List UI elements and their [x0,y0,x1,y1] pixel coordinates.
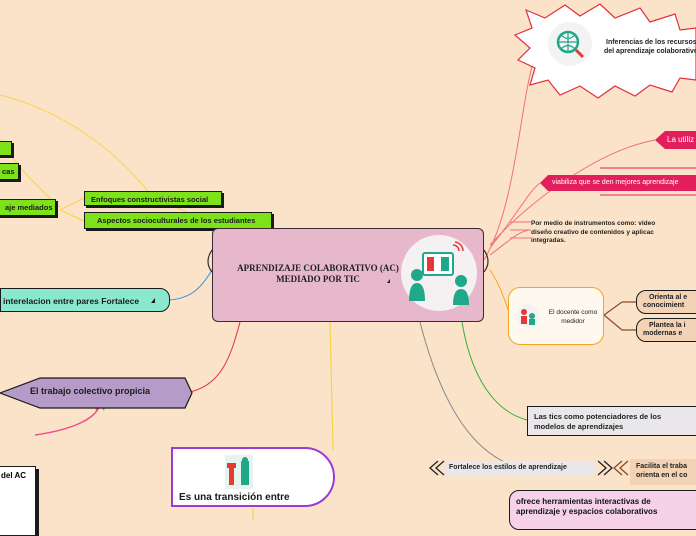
globe-search-icon [548,22,592,66]
ofrece-line2: aprendizaje y espacios colaborativos [516,507,658,516]
fortalece-estilos-node[interactable]: Fortalece los estilos de aprendizaje [449,464,567,471]
tics-line1: Las tics como potenciadores de los [534,412,662,421]
inferencias-line1: Inferencias de los recursos [606,39,696,46]
central-title-line1: APRENDIZAJE COLABORATIVO (AC) [237,263,399,273]
expand-caret-icon[interactable] [151,298,155,303]
plantea-node[interactable]: Plantea la i modernas e [636,318,696,342]
ofrece-node[interactable]: ofrece herramientas interactivas de apre… [509,490,696,530]
docente-line1: El docente como [548,309,598,316]
green-box-partial[interactable] [0,141,12,156]
medios-line2: diseño creativo de contenidos y aplicac [531,228,654,236]
transicion-label: Es una transición entre [179,492,290,503]
people-icon [225,455,253,489]
plantea-line1: Plantea la i [649,322,686,329]
interrelacion-label: interelacion entre pares Fortalece [3,296,140,306]
docente-line2: medidor [561,318,585,325]
docente-node[interactable]: El docente como medidor [508,287,604,345]
utiliza-label[interactable]: La utiliz [667,135,695,144]
orienta-line2: conocimient [643,302,685,309]
facilita-node[interactable]: Facilita el traba orienta en el co [636,462,687,480]
medios-line3: integradas. [531,237,566,244]
plantea-line2: modernas e [643,330,683,337]
enfoques-box[interactable]: Enfoques constructivistas social [84,191,222,206]
trabajo-colectivo-label[interactable]: El trabajo colectivo propicia [30,386,151,396]
green-box-mediados-label: aje mediados [5,203,53,212]
ac-doc-node[interactable]: del AC [0,466,36,536]
interrelacion-node[interactable]: interelacion entre pares Fortalece [0,288,170,312]
expand-caret-icon[interactable] [387,279,390,283]
medios-node[interactable]: Por medio de instrumentos como: video di… [531,220,655,246]
teacher-icon [517,304,539,328]
viabiliza-label[interactable]: viabiliza que se den mejores aprendizaje [552,179,679,186]
green-box-mediados[interactable]: aje mediados [0,199,56,216]
collaboration-icon [401,235,477,311]
transicion-node[interactable]: Es una transición entre [171,447,335,507]
aspectos-box[interactable]: Aspectos socioculturales de los estudian… [84,212,272,229]
enfoques-label: Enfoques constructivistas social [91,195,209,204]
orienta-node[interactable]: Orienta al e conocimient [636,290,696,314]
central-title-line2: MEDIADO POR TIC [276,274,360,284]
green-box-cas-label: cas [2,167,15,176]
orienta-line1: Orienta al e [649,294,688,301]
central-topic[interactable]: APRENDIZAJE COLABORATIVO (AC) MEDIADO PO… [212,228,484,322]
ofrece-line1: ofrece herramientas interactivas de [516,497,651,506]
green-box-cas[interactable]: cas [0,163,19,180]
central-title: APRENDIZAJE COLABORATIVO (AC) MEDIADO PO… [225,263,411,285]
facilita-line1: Facilita el traba [636,463,687,470]
ac-doc-label: del AC [1,471,27,480]
tics-line2: modelos de aprendizajes [534,421,624,431]
aspectos-label: Aspectos socioculturales de los estudian… [97,216,256,225]
medios-line1: Por medio de instrumentos como: video [531,220,656,227]
inferencias-line2: del aprendizaje colaborativo [604,48,696,55]
docente-text: El docente como medidor [545,308,601,326]
inferencias-node[interactable]: Inferencias de los recursos del aprendiz… [604,38,696,56]
tics-node[interactable]: Las tics como potenciadores de los model… [527,406,696,436]
facilita-line2: orienta en el co [636,472,688,479]
